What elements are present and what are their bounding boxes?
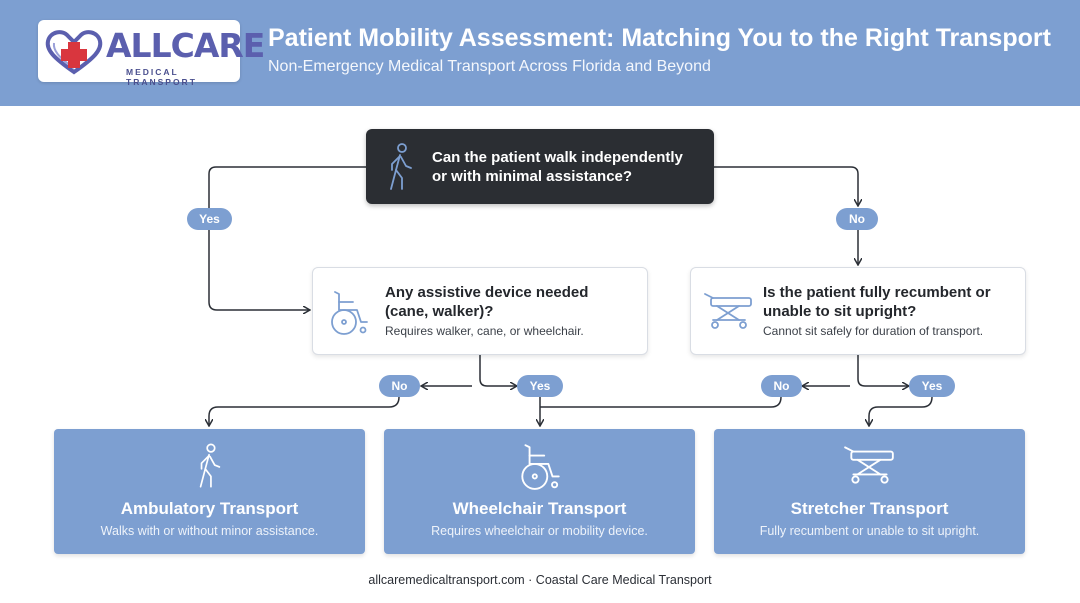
- outcome-ambulatory-card: Ambulatory Transport Walks with or witho…: [54, 429, 365, 554]
- recumbent-yes-pill: Yes: [909, 375, 955, 397]
- outcome-title: Wheelchair Transport: [452, 499, 627, 518]
- recumbent-question-box: Is the patient fully recumbent or unable…: [690, 267, 1026, 355]
- walking-person-icon: [390, 143, 412, 190]
- footer-source[interactable]: allcaremedicaltransport.com · Coastal Ca…: [368, 573, 712, 587]
- logo-tagline: MEDICAL TRANSPORT: [126, 67, 197, 87]
- connector-assistive-split: [479, 353, 516, 386]
- recumbent-no-pill: No: [761, 375, 802, 397]
- connector-start-no-a: [714, 166, 858, 205]
- outcome-description: Fully recumbent or unable to sit upright…: [759, 524, 980, 538]
- heart-cross-logo-icon: [45, 30, 103, 75]
- header-banner: ALLCARE MEDICAL TRANSPORT Patient Mobili…: [0, 0, 1080, 106]
- wheelchair-icon: [331, 291, 368, 335]
- stretcher-icon: [704, 293, 752, 329]
- start-question-box: Can the patient walk independently or wi…: [366, 129, 714, 204]
- start-question-text: Can the patient walk independently or wi…: [432, 149, 683, 185]
- stretcher-icon: [843, 446, 894, 484]
- logo[interactable]: ALLCARE MEDICAL TRANSPORT: [38, 20, 265, 87]
- assistive-yes-pill: Yes: [517, 375, 563, 397]
- connector-recumbent-split: [857, 353, 908, 386]
- outcome-title: Ambulatory Transport: [120, 499, 299, 518]
- connector-start-yes: [208, 166, 366, 310]
- start-yes-pill: Yes: [187, 208, 232, 230]
- assistive-no-pill: No: [379, 375, 420, 397]
- outcome-title: Stretcher Transport: [790, 499, 949, 518]
- assistive-question-box: Any assistive device needed (cane, walke…: [312, 267, 648, 355]
- outcome-stretcher-card: Stretcher Transport Fully recumbent or u…: [714, 429, 1025, 554]
- connector-recumbent-yes-down: [869, 396, 933, 425]
- assistive-question-description: Requires walker, cane, or wheelchair.: [385, 324, 584, 338]
- page-subtitle: Non-Emergency Medical Transport Across F…: [268, 58, 711, 75]
- connector-assistive-no-down: [209, 396, 400, 425]
- walking-person-icon: [199, 443, 220, 488]
- logo-wordmark: ALLCARE: [106, 26, 265, 65]
- wheelchair-icon: [520, 444, 560, 490]
- connector-recumbent-no-down: [540, 396, 782, 408]
- recumbent-question-text: Is the patient fully recumbent or unable…: [763, 284, 991, 320]
- assistive-question-text: Any assistive device needed (cane, walke…: [385, 284, 589, 320]
- start-no-pill: No: [836, 208, 878, 230]
- outcome-description: Walks with or without minor assistance.: [100, 524, 319, 538]
- outcome-description: Requires wheelchair or mobility device.: [431, 524, 648, 538]
- recumbent-question-description: Cannot sit safely for duration of transp…: [763, 324, 984, 338]
- page-title: Patient Mobility Assessment: Matching Yo…: [268, 24, 1051, 52]
- outcome-wheelchair-card: Wheelchair Transport Requires wheelchair…: [384, 429, 695, 554]
